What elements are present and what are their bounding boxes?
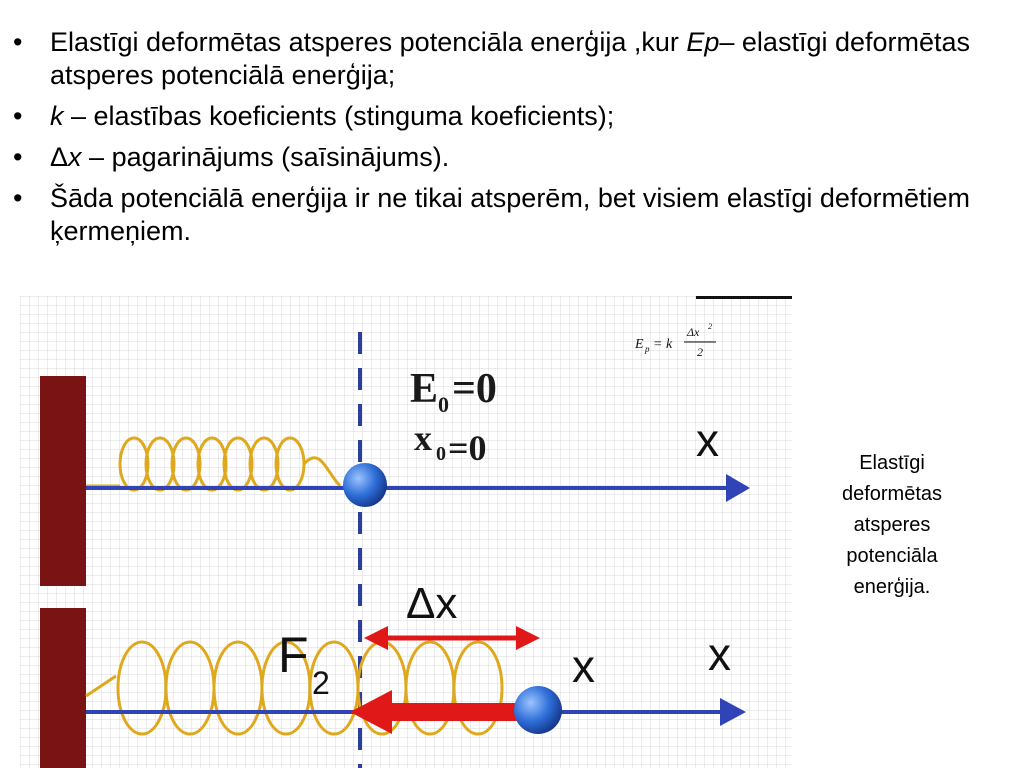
formula-den: 2 <box>697 345 703 359</box>
bullet-text: Elastīgi deformētas atsperes potenciāla … <box>50 27 687 57</box>
bullet-item: • Elastīgi deformētas atsperes potenciāl… <box>0 26 1024 92</box>
force-arrow <box>350 690 532 734</box>
formula-lhs-sub: p <box>644 344 650 354</box>
bullet-variable: k <box>50 101 64 131</box>
energy-symbol: E <box>410 366 438 412</box>
axis-bottom-label: x <box>708 628 731 680</box>
energy-value: =0 <box>452 366 497 412</box>
bullet-prefix: Δ <box>50 142 69 172</box>
force-sub-label: 2 <box>312 665 330 701</box>
bullet-item: • Šāda potenciālā enerģija ir ne tikai a… <box>0 182 1024 248</box>
delta-x-arrow <box>364 626 540 650</box>
svg-text:p: p <box>644 344 650 354</box>
ball-bottom-label: x <box>572 640 595 692</box>
delta-x-label: Δx <box>406 579 457 628</box>
bullet-text-rest: – elastīgi deformētas atsperes potenciāl… <box>50 27 971 90</box>
position-value: =0 <box>448 428 487 468</box>
wall-bottom <box>40 608 86 768</box>
svg-text:0: 0 <box>436 443 446 465</box>
formula-eq: = k <box>653 337 673 352</box>
svg-text:Δx: Δx <box>686 325 700 339</box>
spring-diagram: E p = k Δx 2 2 E 0 =0 x 0 =0 x x x Δx F … <box>20 296 792 768</box>
position-symbol: x <box>414 418 432 458</box>
bullet-dot: • <box>13 183 23 213</box>
formula: E p = k Δx 2 2 <box>634 322 716 359</box>
svg-text:2: 2 <box>708 322 712 331</box>
svg-text:E: E <box>410 366 438 412</box>
bullet-dot: • <box>13 101 23 131</box>
bullet-item: • k – elastības koeficients (stinguma ko… <box>0 100 1024 133</box>
svg-text:0: 0 <box>438 392 449 417</box>
svg-text:=0: =0 <box>452 366 497 412</box>
ball-bottom <box>514 686 562 734</box>
spring-bottom <box>85 640 504 736</box>
wall-top <box>40 376 86 586</box>
energy-sub: 0 <box>438 392 449 417</box>
bullet-item: • Δx – pagarinājums (saīsinājums). <box>0 141 1024 174</box>
formula-num: Δx <box>686 325 700 339</box>
formula-lhs: E <box>634 337 644 352</box>
bullet-dot: • <box>13 27 23 57</box>
ball-top <box>343 463 387 507</box>
axis-top-label: x <box>696 414 719 466</box>
bullet-text-rest: – pagarinājums (saīsinājums). <box>81 142 450 172</box>
svg-text:x: x <box>414 418 432 458</box>
figure-caption: Elastīgi deformētas atsperes potenciāla … <box>841 452 943 598</box>
svg-text:=0: =0 <box>448 428 487 468</box>
svg-text:= k: = k <box>653 337 673 352</box>
bullet-variable: x <box>68 142 82 172</box>
position-sub: 0 <box>436 443 446 465</box>
bullet-text: Šāda potenciālā enerģija ir ne tikai ats… <box>50 183 970 246</box>
formula-num-sup: 2 <box>708 322 712 331</box>
svg-text:2: 2 <box>697 345 703 359</box>
bullet-dot: • <box>13 142 23 172</box>
bullet-variable: Ep <box>686 27 720 57</box>
force-label: F <box>278 627 309 683</box>
bullet-text-rest: – elastības koeficients (stinguma koefic… <box>63 101 615 131</box>
svg-text:E: E <box>634 337 644 352</box>
initial-state-label: E 0 =0 x 0 =0 <box>410 366 497 468</box>
bullet-list: • Elastīgi deformētas atsperes potenciāl… <box>0 26 1024 256</box>
